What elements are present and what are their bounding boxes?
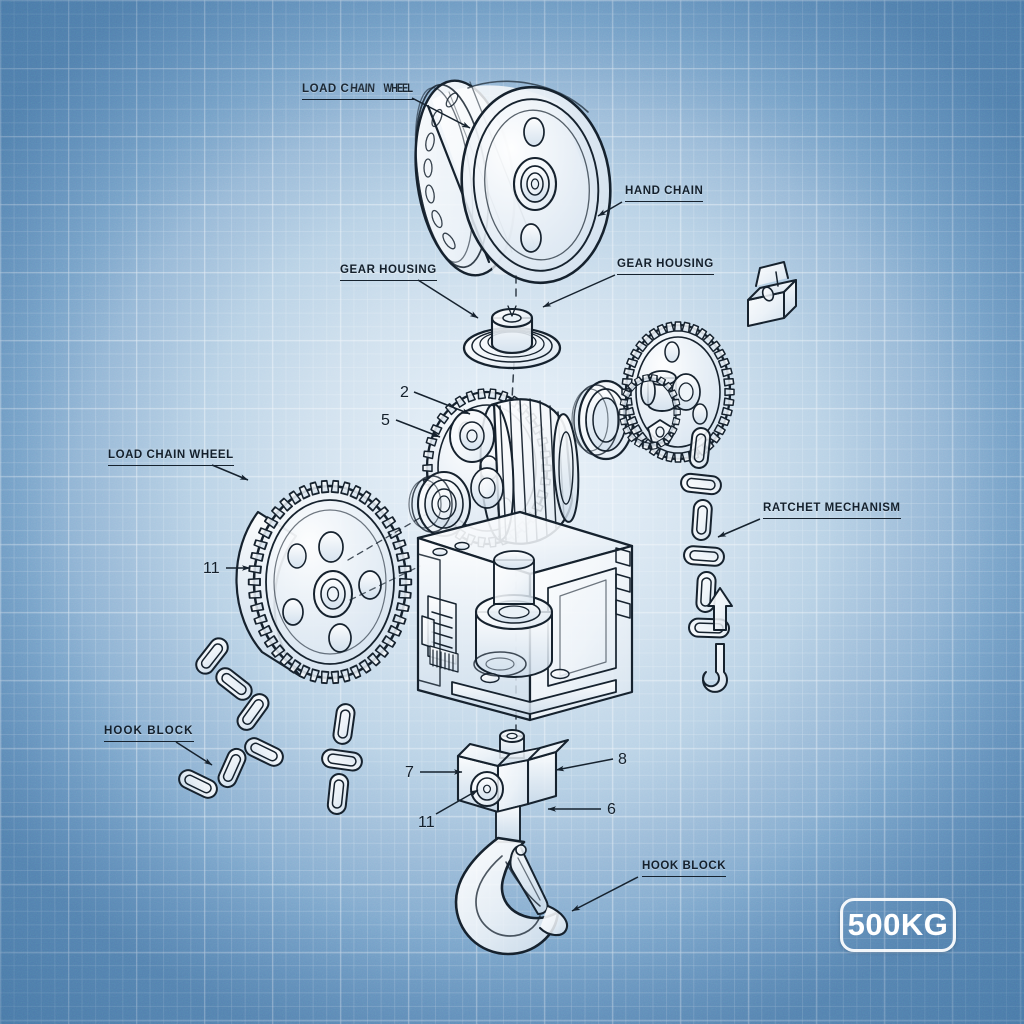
callout-5: 5 <box>381 412 390 429</box>
part-j-hook-marker <box>702 643 728 693</box>
label-hook-block-left: HOOK BLOCK <box>104 725 194 742</box>
callout-2: 2 <box>400 384 409 401</box>
capacity-badge: 500KG <box>840 898 956 952</box>
pawl <box>647 419 677 445</box>
label-load-chain-wheel-left: LOAD CHAIN WHEEL <box>108 449 234 466</box>
label-ratchet-mechanism: RATCHET MECHANISM <box>763 502 901 519</box>
part-hand-chain-wheel <box>414 79 612 285</box>
callout-7: 7 <box>405 764 414 781</box>
label-text-segment-1: LOAD C <box>302 83 350 95</box>
label-hook-block-bottom: HOOK BLOCK <box>642 860 727 877</box>
callout-8: 8 <box>618 751 627 768</box>
part-bearing-ring <box>571 379 635 461</box>
capacity-badge-text: 500KG <box>847 907 949 942</box>
part-direction-arrow-marker <box>707 587 733 631</box>
label-text-segment-2: HAIN <box>350 83 376 95</box>
part-gear-housing-boss <box>462 305 562 370</box>
part-load-chain-wheel <box>235 479 431 685</box>
label-gear-housing-left: GEAR HOUSING <box>340 264 437 281</box>
callout-11-wheel: 11 <box>203 560 220 577</box>
label-gear-housing-right: GEAR HOUSING <box>617 258 714 275</box>
part-chain-segment-b <box>175 734 287 802</box>
part-ratchet-gear <box>618 321 735 463</box>
part-hook-block-yoke <box>456 729 569 843</box>
callout-6: 6 <box>607 801 616 818</box>
callout-11-hook: 11 <box>418 814 435 831</box>
part-gear-case-body <box>416 510 634 722</box>
part-safety-hook <box>454 836 568 956</box>
part-chain-segment-c <box>319 701 365 816</box>
part-pinion-gear-stack <box>408 388 580 548</box>
label-hand-chain: HAND CHAIN <box>625 185 704 202</box>
label-load-chain-wheel-top: LOAD CHAIN WHEEL <box>302 83 416 100</box>
internal-load-sheave <box>474 550 554 678</box>
label-text-segment-3: WHEEL <box>383 83 412 95</box>
part-bracket-clip <box>747 261 797 327</box>
